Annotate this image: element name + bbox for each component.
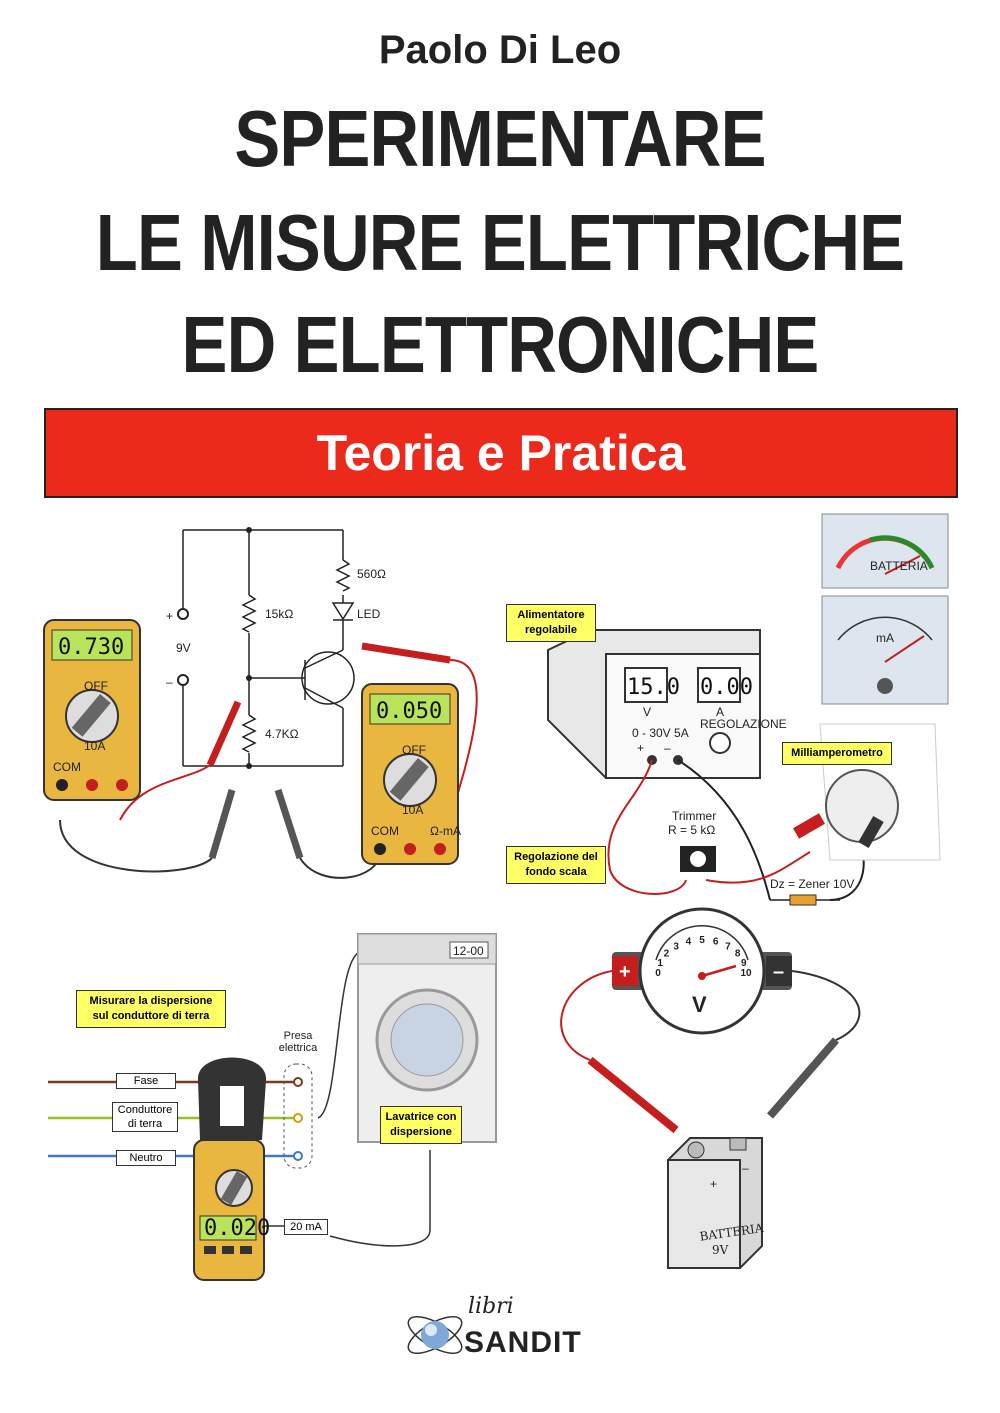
supply-label-regolazione: REGOLAZIONE	[700, 717, 787, 731]
gauge-milliamp: mA	[821, 595, 949, 705]
socket	[283, 1063, 313, 1169]
multimeter-1: 0.730 OFF 10A COM	[43, 619, 141, 801]
circuit-diagram	[182, 529, 355, 767]
voltmeter-scale-label: 6	[713, 937, 719, 948]
voltmeter-scale-label: 8	[735, 949, 741, 960]
voltmeter-scale-label: 4	[686, 937, 692, 948]
zener-label: Dz = Zener 10V	[770, 877, 854, 891]
tag-terra: Conduttore di terra	[112, 1102, 178, 1132]
washer-display: 12-00	[453, 944, 484, 958]
power-supply-unit: 15.0 0.00 V A REGOLAZIONE 0 - 30V 5A + –	[547, 629, 787, 779]
publisher-libri: libri	[468, 1294, 514, 1319]
voltmeter: + – V	[612, 907, 792, 1035]
subtitle: Teoria e Pratica	[316, 425, 686, 481]
subtitle-banner: Teoria e Pratica	[44, 408, 958, 498]
led-label: LED	[357, 607, 381, 621]
supply-display-a: 0.00	[700, 675, 753, 700]
battery-term-plus: +	[710, 1177, 717, 1191]
multimeter-2-display: 0.050	[376, 699, 442, 724]
supply-label-a: A	[716, 705, 724, 719]
battery-term-minus: –	[742, 1161, 749, 1175]
voltmeter-leads	[560, 970, 861, 1134]
gauge-milliamp-label: mA	[876, 631, 894, 645]
voltmeter-scale-label: 9	[741, 958, 747, 969]
probe-leads	[59, 642, 478, 879]
presa-label: Presa elettrica	[278, 1030, 318, 1054]
callout-dispersione: Misurare la dispersione sul conduttore d…	[76, 990, 226, 1028]
supply-voltage-label: 9V	[176, 641, 191, 655]
multimeter-2-10a: 10A	[402, 803, 423, 817]
callout-alimentatore: Alimentatore regolabile	[506, 604, 596, 642]
voltmeter-minus: –	[773, 961, 784, 983]
supply-display-v: 15.0	[627, 675, 680, 700]
multimeter-1-display: 0.730	[58, 635, 124, 660]
tag-fase: Fase	[116, 1073, 176, 1089]
voltmeter-scale-label: 0	[655, 968, 661, 979]
resistor-r2-label: 4.7KΩ	[265, 727, 299, 741]
callout-lavatrice: Lavatrice con dispersione	[380, 1106, 462, 1144]
resistor-r1-label: 15kΩ	[265, 607, 293, 621]
callout-milliamperometro: Milliamperometro	[782, 742, 892, 765]
voltmeter-scale-label: 1	[657, 958, 663, 969]
trimmer-label-2: R = 5 kΩ	[668, 823, 715, 837]
gauge-battery-label: BATTERIA	[870, 559, 928, 573]
multimeter-2-com: COM	[371, 824, 399, 838]
voltmeter-scale-label: 3	[673, 941, 679, 952]
trimmer-label-1: Trimmer	[672, 809, 716, 823]
gauge-battery: BATTERIA	[821, 513, 949, 589]
supply-minus-label: –	[166, 675, 173, 689]
clamp-display: 0.020	[204, 1216, 270, 1241]
publisher-name: SANDIT	[464, 1326, 582, 1359]
supply-minus: –	[664, 741, 671, 755]
voltmeter-scale-label: 7	[725, 941, 731, 952]
trimmer	[680, 846, 716, 872]
battery-voltage: 9V	[712, 1243, 729, 1257]
voltmeter-scale-label: 2	[664, 949, 670, 960]
callout-fondo-scala: Regolazione del fondo scala	[506, 846, 606, 884]
voltmeter-scale-label: 10	[740, 968, 752, 979]
book-title-line-3: ED ELETTRONICHE	[181, 300, 820, 389]
author-name: Paolo Di Leo	[378, 28, 622, 72]
circuit-nodes	[177, 527, 252, 769]
book-title-line-1: SPERIMENTARE	[234, 94, 766, 183]
multimeter-1-off: OFF	[84, 679, 108, 693]
publisher-logo: libri SANDIT	[400, 1288, 600, 1368]
clamp-meter: 0.020	[193, 1057, 270, 1281]
multimeter-2-off: OFF	[402, 743, 426, 757]
tag-current: 20 mA	[284, 1219, 328, 1235]
resistor-r3-label: 560Ω	[357, 567, 386, 581]
book-title-line-2: LE MISURE ELETTRICHE	[95, 198, 905, 287]
supply-plus-label: +	[166, 609, 173, 623]
publisher-logo-icon	[407, 1316, 463, 1354]
multimeter-1-com: COM	[53, 760, 81, 774]
multimeter-2-vohm: Ω-mA	[430, 824, 461, 838]
supply-range: 0 - 30V 5A	[632, 726, 689, 740]
supply-plus: +	[637, 741, 644, 755]
voltmeter-unit: V	[692, 992, 707, 1017]
zener-diode	[770, 894, 840, 906]
voltmeter-scale-label: 5	[699, 935, 705, 946]
multimeter-1-10a: 10A	[84, 739, 105, 753]
supply-label-v: V	[643, 705, 651, 719]
battery: + – BATTERIA 9V	[667, 1137, 765, 1269]
multimeter-2: 0.050 OFF 10A COM Ω-mA	[361, 683, 461, 865]
voltmeter-plus: +	[619, 961, 631, 983]
tag-neutro: Neutro	[116, 1150, 176, 1166]
